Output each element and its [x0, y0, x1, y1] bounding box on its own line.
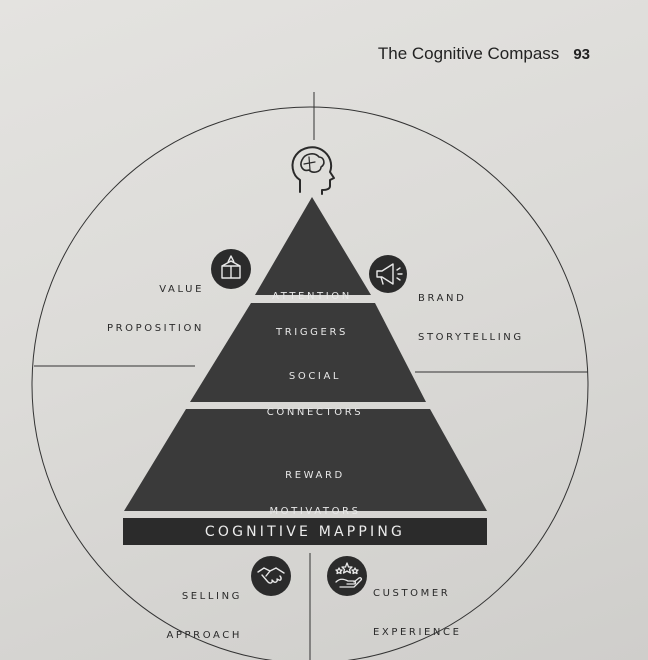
tier-reward-motivators: REWARD MOTIVATORS: [235, 446, 395, 530]
brand-storytelling-line2: STORYTELLING: [418, 332, 524, 343]
brain-head-icon: [291, 146, 335, 195]
tier-top-line2: TRIGGERS: [276, 327, 348, 338]
customer-experience-line1: CUSTOMER: [373, 588, 451, 599]
cognitive-mapping-label: COGNITIVE MAPPING: [204, 523, 406, 540]
handshake-icon: [251, 556, 291, 596]
tier-attention-triggers: ATTENTION TRIGGERS: [262, 267, 362, 351]
customer-experience-line2: EXPERIENCE: [373, 627, 462, 638]
brand-storytelling-label: BRAND STORYTELLING: [418, 266, 528, 357]
page-number: 93: [573, 46, 590, 63]
selling-approach-line2: APPROACH: [166, 630, 242, 641]
tier-bottom-line1: REWARD: [285, 470, 345, 481]
customer-experience-label: CUSTOMER EXPERIENCE: [373, 561, 473, 652]
stars-hand-icon: [327, 556, 367, 596]
compass-circle: [31, 106, 589, 660]
selling-approach-label: SELLING APPROACH: [160, 564, 242, 655]
cognitive-mapping-bar: COGNITIVE MAPPING: [123, 518, 487, 545]
tier-top-line1: ATTENTION: [272, 291, 352, 302]
tier-social-connectors: SOCIAL CONNECTORS: [240, 347, 390, 431]
tier-middle-line2: CONNECTORS: [266, 407, 364, 418]
gift-box-icon: [211, 249, 251, 289]
page-title: The Cognitive Compass: [377, 44, 560, 63]
brand-storytelling-line1: BRAND: [418, 293, 467, 304]
megaphone-icon: [369, 255, 407, 293]
value-proposition-label: VALUE PROPOSITION: [106, 257, 204, 348]
pyramid-tier-top: [255, 197, 371, 295]
tier-middle-line1: SOCIAL: [288, 371, 342, 382]
value-proposition-line1: VALUE: [159, 284, 204, 295]
selling-approach-line1: SELLING: [181, 591, 242, 602]
tier-bottom-line2: MOTIVATORS: [269, 506, 361, 517]
pyramid-tier-bottom: [124, 409, 487, 511]
value-proposition-line2: PROPOSITION: [106, 323, 204, 334]
page-header: The Cognitive Compass 93: [378, 44, 590, 64]
pyramid-tier-middle: [190, 303, 426, 402]
